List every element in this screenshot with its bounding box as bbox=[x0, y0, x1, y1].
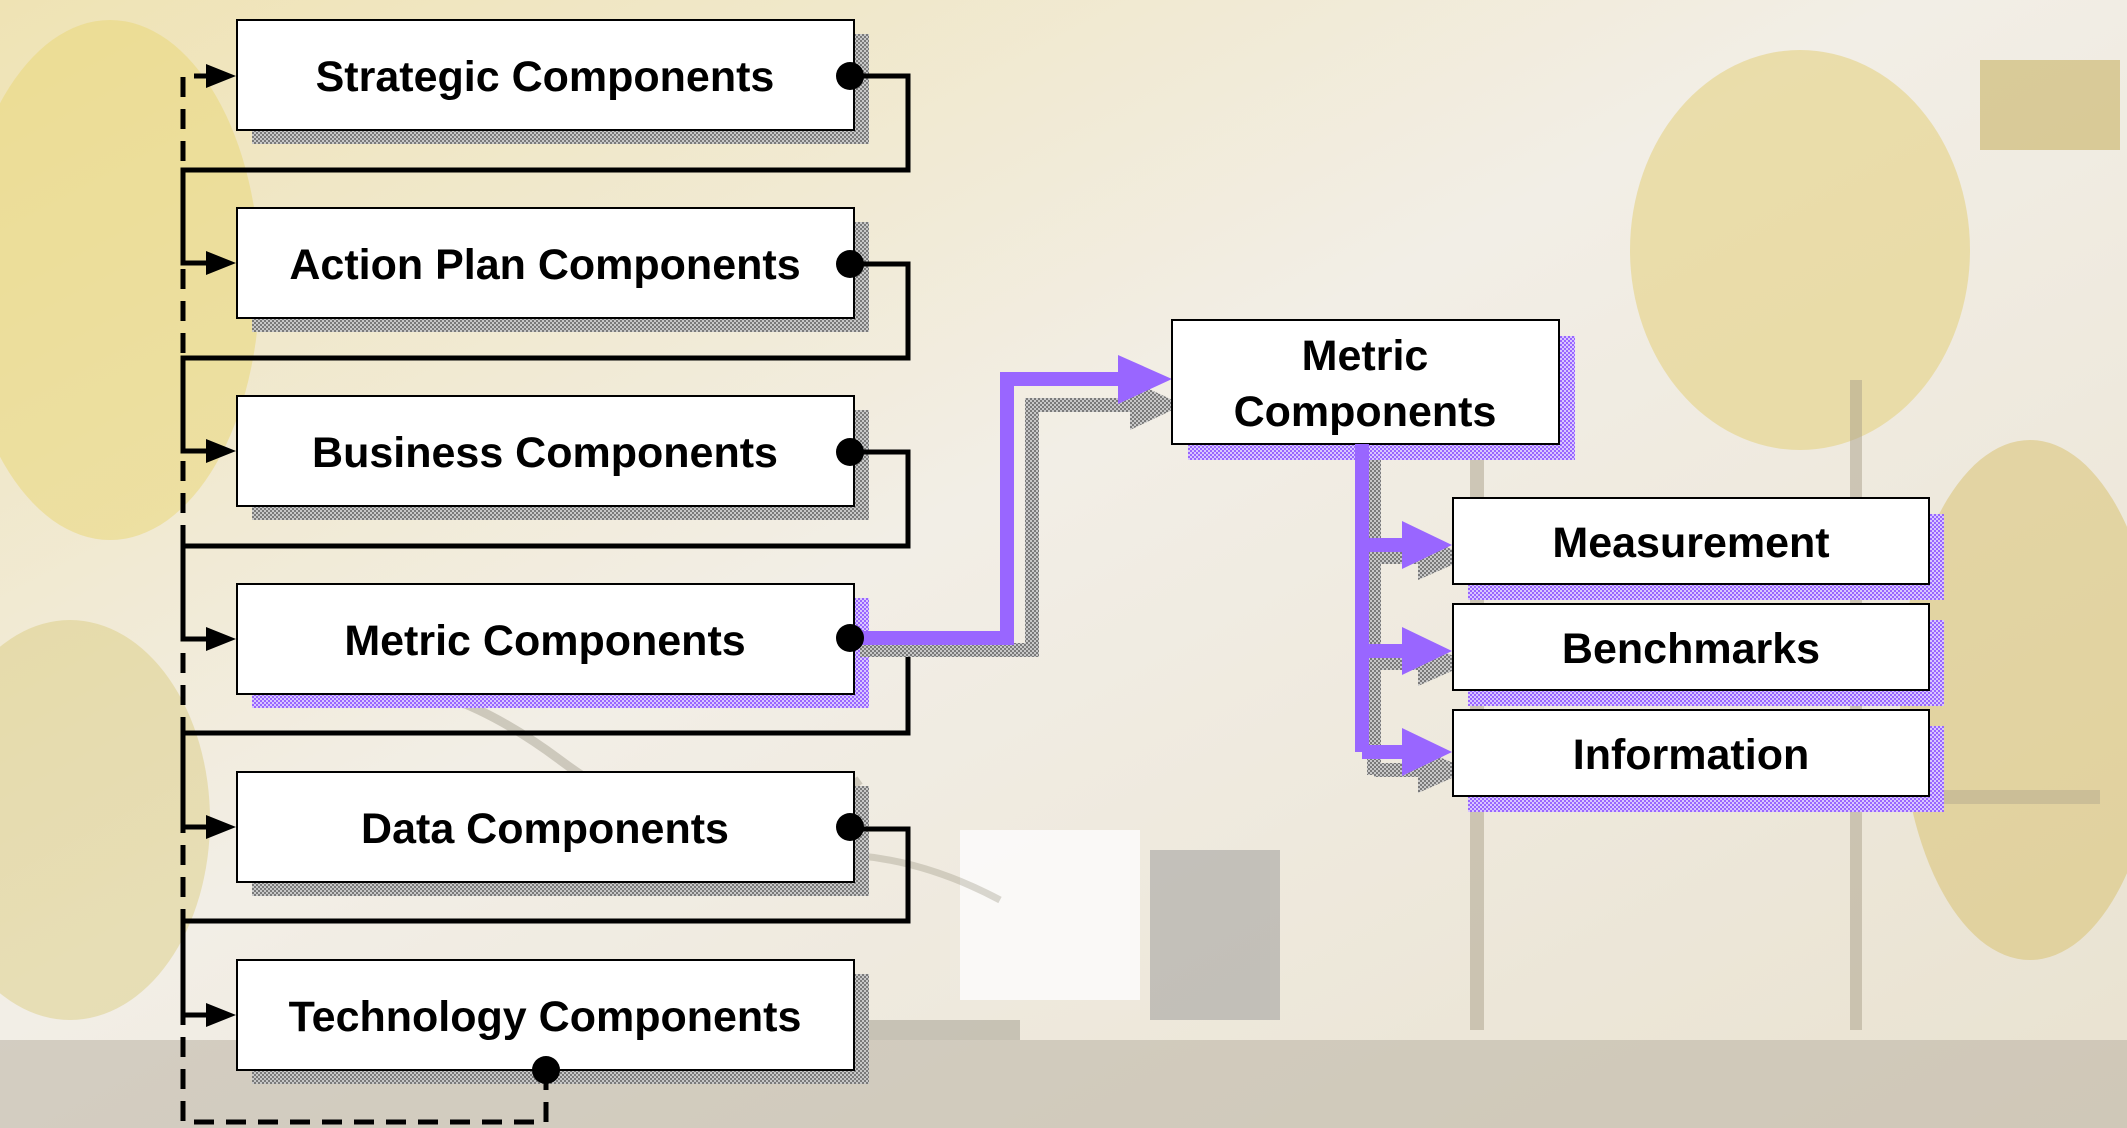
feedback-loop-dashed bbox=[180, 73, 549, 1125]
component-label: Business Components bbox=[312, 429, 778, 477]
sub-label: Information bbox=[1573, 731, 1809, 779]
sub-box-benchmarks[interactable]: Benchmarks bbox=[1452, 603, 1930, 691]
component-box-action-plan[interactable]: Action Plan Components bbox=[236, 207, 855, 319]
component-box-technology[interactable]: Technology Components bbox=[236, 959, 855, 1071]
component-box-strategic[interactable]: Strategic Components bbox=[236, 19, 855, 131]
highlight-path bbox=[850, 372, 1128, 645]
component-label: Technology Components bbox=[289, 993, 802, 1041]
component-box-business[interactable]: Business Components bbox=[236, 395, 855, 507]
component-box-data[interactable]: Data Components bbox=[236, 771, 855, 883]
output-dots bbox=[532, 62, 864, 1084]
sub-box-measurement[interactable]: Measurement bbox=[1452, 497, 1930, 585]
branch-connector bbox=[1355, 444, 1452, 776]
component-label: Action Plan Components bbox=[289, 241, 800, 289]
metric-node-line1: Metric bbox=[1302, 332, 1429, 380]
highlight-arrow bbox=[1118, 355, 1172, 404]
component-label: Data Components bbox=[361, 805, 729, 853]
highlight-arrow-shadow bbox=[1130, 380, 1183, 430]
metric-node-line2: Components bbox=[1234, 388, 1497, 436]
component-label: Strategic Components bbox=[316, 53, 775, 101]
sub-label: Measurement bbox=[1552, 519, 1829, 567]
component-label: Metric Components bbox=[344, 617, 745, 665]
metric-node-box[interactable]: Metric Components bbox=[1171, 319, 1560, 445]
arrow-heads bbox=[206, 64, 236, 1027]
sub-label: Benchmarks bbox=[1562, 625, 1820, 673]
highlight-path-shadow bbox=[860, 398, 1140, 657]
component-box-metric[interactable]: Metric Components bbox=[236, 583, 855, 695]
sub-box-information[interactable]: Information bbox=[1452, 709, 1930, 797]
